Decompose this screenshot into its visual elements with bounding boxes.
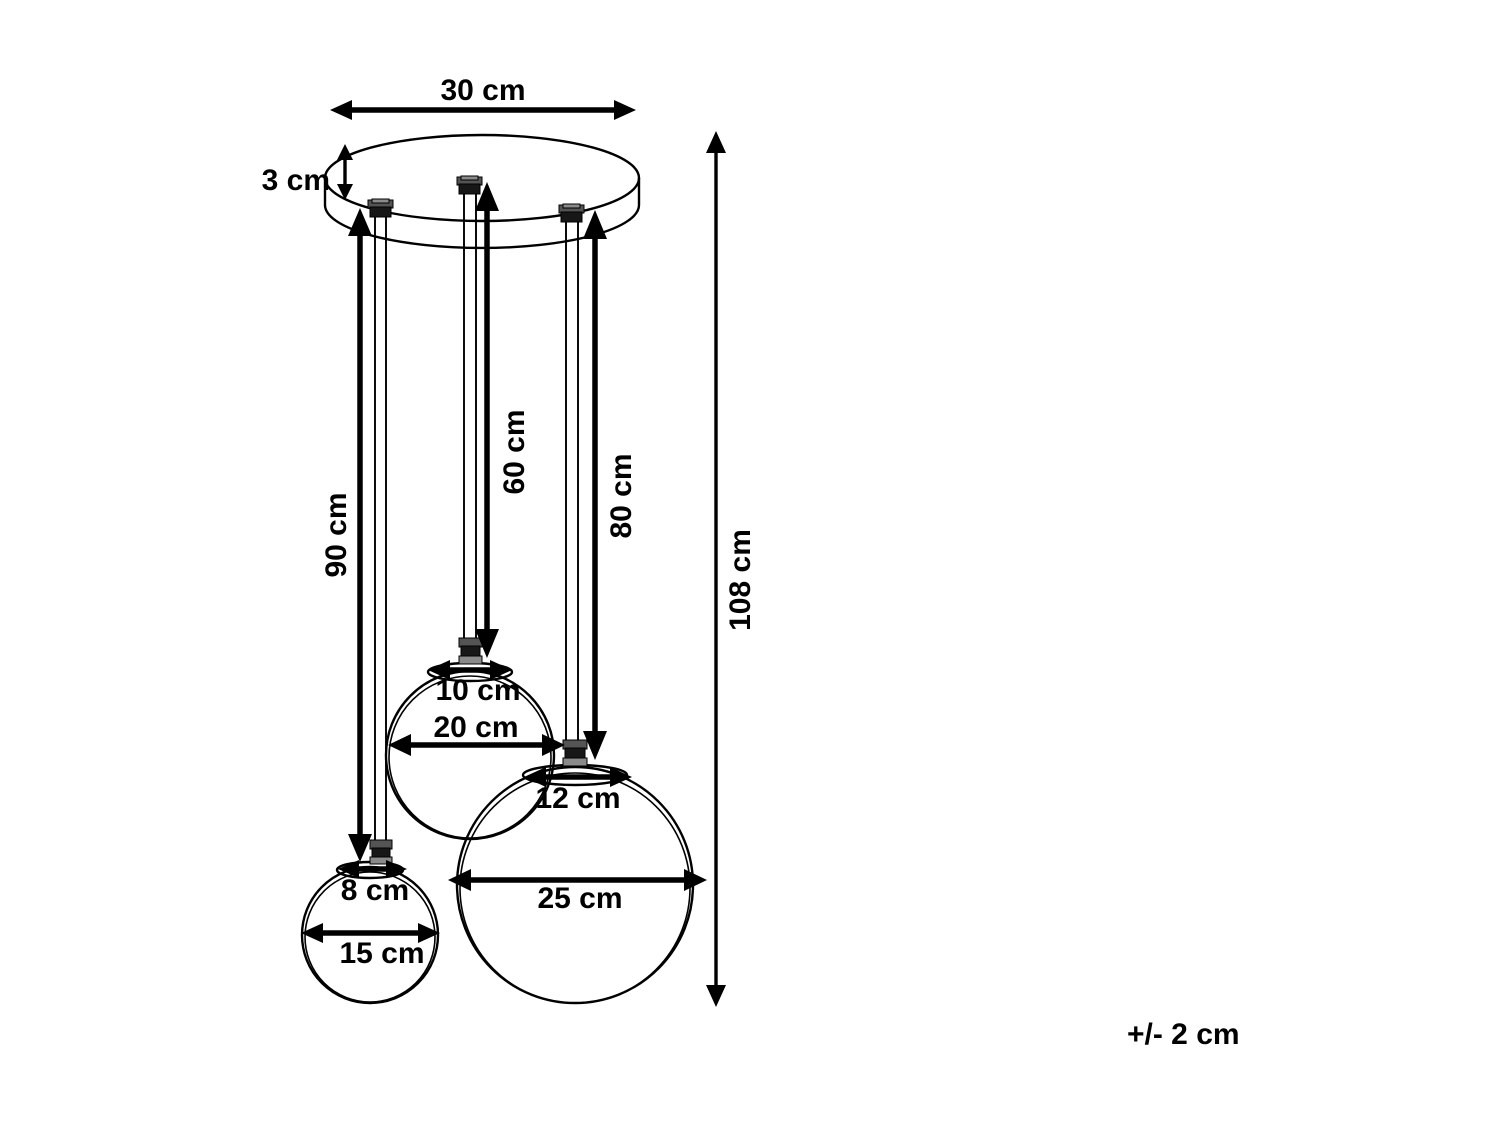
dim-30cm-arrow-right	[614, 100, 636, 120]
canopy-bottom-rim	[323, 204, 641, 250]
globe-small	[300, 839, 440, 1005]
label-total-height: 108 cm	[724, 529, 757, 631]
dim-25cm-arrow-left	[448, 869, 471, 891]
dimension-drop-middle: 60 cm	[475, 182, 531, 658]
dimension-small-diameter: 15 cm	[301, 923, 440, 970]
dimension-small-neck: 8 cm	[338, 860, 409, 907]
connector-middle	[456, 175, 483, 195]
label-small-neck: 8 cm	[341, 874, 409, 907]
dim-3cm-arrow-top	[337, 144, 353, 160]
dim-12cm-arrow-left	[524, 767, 546, 787]
dim-108cm-arrow-bottom	[706, 985, 726, 1007]
dim-12cm-arrow-right	[610, 767, 632, 787]
label-small-diameter: 15 cm	[339, 937, 424, 970]
ceiling-canopy	[323, 133, 641, 250]
dim-30cm-arrow-left	[330, 100, 352, 120]
label-large-diameter: 25 cm	[537, 882, 622, 915]
dim-10cm-arrow-right	[490, 660, 512, 680]
dimension-large-diameter: 25 cm	[448, 869, 707, 915]
dim-25cm-arrow-right	[684, 869, 707, 891]
dimension-large-neck: 12 cm	[524, 767, 632, 815]
canopy-top-ellipse	[323, 133, 641, 223]
label-large-neck: 12 cm	[535, 782, 620, 815]
label-drop-right: 80 cm	[605, 453, 638, 538]
dim-8cm-arrow-left	[338, 860, 359, 878]
label-medium-diameter: 20 cm	[433, 711, 518, 744]
label-drop-middle: 60 cm	[498, 409, 531, 494]
connector-right	[558, 203, 585, 223]
dim-3cm-arrow-bottom	[337, 184, 353, 200]
dimension-canopy-height: 3 cm	[262, 144, 353, 200]
dimension-drop-left: 90 cm	[320, 208, 372, 862]
globe-medium-inner	[388, 675, 552, 839]
socket-large	[562, 739, 588, 767]
tolerance-note: +/- 2 cm	[1127, 1018, 1240, 1051]
dim-20cm-arrow-left	[388, 734, 411, 756]
label-canopy-diameter: 30 cm	[440, 74, 525, 107]
dim-15cm-arrow-left	[301, 923, 323, 943]
label-canopy-height: 3 cm	[262, 164, 330, 197]
socket-medium	[458, 637, 483, 665]
canopy-connectors	[367, 175, 585, 223]
dim-15cm-arrow-right	[418, 923, 440, 943]
dimension-canopy-diameter: 30 cm	[330, 74, 636, 120]
dim-10cm-arrow-left	[428, 660, 450, 680]
dim-60cm-arrow-top	[475, 182, 499, 211]
dimension-medium-diameter: 20 cm	[388, 711, 565, 756]
label-drop-left: 90 cm	[320, 492, 353, 577]
dim-80cm-arrow-bottom	[583, 731, 607, 760]
socket-small	[369, 839, 393, 865]
connector-left	[367, 198, 394, 218]
dim-90cm-arrow-bottom	[348, 834, 372, 862]
label-medium-neck: 10 cm	[435, 674, 520, 707]
dimension-total-height: 108 cm	[706, 131, 757, 1007]
dim-108cm-arrow-top	[706, 131, 726, 153]
dimension-medium-neck: 10 cm	[428, 660, 521, 707]
globe-small-inner	[304, 871, 436, 1003]
suspension-cables	[374, 190, 579, 852]
dim-90cm-arrow-top	[348, 208, 372, 236]
dimension-drop-right: 80 cm	[583, 210, 638, 760]
dim-8cm-arrow-right	[386, 860, 407, 878]
dim-60cm-arrow-bottom	[475, 629, 499, 658]
dim-20cm-arrow-right	[542, 734, 565, 756]
dim-80cm-arrow-top	[583, 210, 607, 239]
